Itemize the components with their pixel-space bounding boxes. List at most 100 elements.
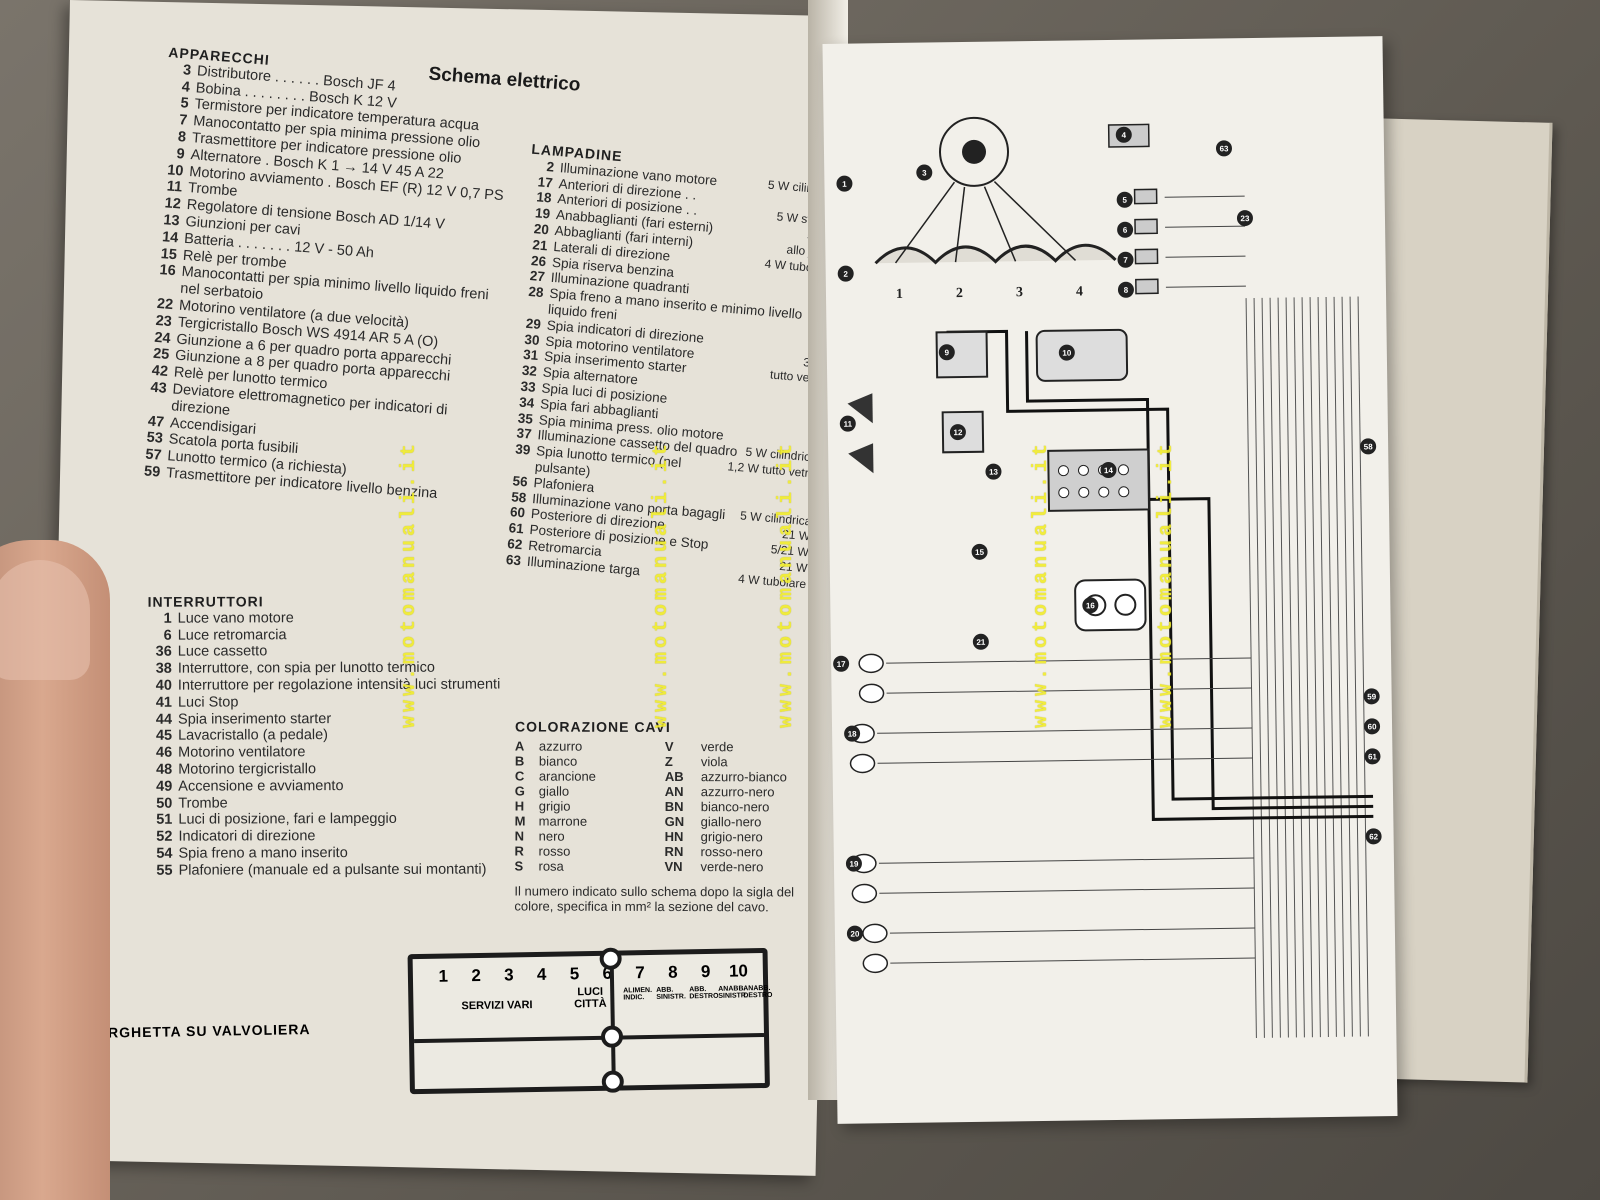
component-badge [846,925,863,942]
apparecchi-item-number: 59 [143,463,161,481]
interruttori-item-text: Spia freno a mano inserito [178,845,348,862]
interruttori-item-text: Plafoniere (manuale ed a pulsante sui mo… [178,861,487,879]
component-badge-label: 2 [843,270,848,279]
component-badge [1236,210,1253,227]
apparecchi-item-number: 23 [155,312,173,330]
cylinder-number: 1 [896,287,903,302]
color-code: A [514,738,525,754]
component-badge-label: 62 [1369,832,1379,841]
color-code: M [514,813,526,829]
component-badge [1215,140,1232,157]
battery [1047,448,1151,512]
component-badge [1082,597,1099,614]
apparecchi-item-number: 5 [179,95,190,113]
color-code: VN [664,859,683,875]
interruttori-item-number: 41 [155,694,172,711]
cylinder-number: 4 [1076,284,1083,299]
interruttori-item-text: Luce retromarcia [177,626,287,644]
component-badge-label: 19 [849,860,859,869]
color-code: S [514,858,524,874]
interruttori-item-number: 45 [155,728,173,745]
apparecchi-item-number: 42 [151,362,169,381]
component-badge [845,855,862,872]
apparecchi-item-number: 4 [181,78,191,96]
engine-block [874,243,1117,265]
horn-1 [847,393,873,424]
apparecchi-item-number: 47 [147,413,165,431]
component-badge-label: 8 [1124,286,1129,295]
component-badge [1365,828,1382,845]
fuse-sub8: ABB. DESTRO [689,986,719,1001]
apparecchi-item-number: 16 [158,262,177,280]
component-badge [844,725,861,742]
component-badge [1117,251,1134,268]
fuse-number: 2 [471,965,482,986]
watermark-3: www.motomanuali.it [775,440,798,729]
component-badge-label: 11 [844,420,853,429]
interruttori-item-number: 49 [156,778,173,795]
color-name: arancione [538,768,596,784]
apparecchi-item-number: 12 [164,195,182,213]
colorazione-note: Il numero indicato sullo schema dopo la … [514,883,795,915]
component-badge-label: 59 [1367,692,1377,701]
interruttori-item-text: Trombe [178,795,228,812]
component-badge [1360,438,1377,455]
apparecchi-item-number: 53 [146,429,164,448]
fuse-number: 1 [438,966,449,986]
component-badge-label: 1 [842,180,847,189]
fuse-sub7: ABB. SINISTR. [656,986,686,1001]
targhetta-label: TARGHETTA SU VALVOLIERA [88,1021,311,1041]
color-code: B [514,753,525,769]
interruttori-item-text: Interruttore per regolazione intensità l… [177,676,501,694]
component-badge-label: 15 [975,548,985,557]
interruttori-item-number: 51 [156,812,173,829]
color-code: AN [664,784,684,800]
color-name: rosa [538,858,564,874]
interruttori-item-text: Interruttore, con spia per lunotto termi… [177,659,435,677]
interruttori-item-text: Motorino ventilatore [178,744,306,761]
interruttori-item-text: Lavacristallo (a pedale) [178,727,329,745]
component-badge [1115,126,1132,143]
component-badge-label: 20 [850,930,860,939]
interruttori-item-text: Luci Stop [177,694,239,711]
component-badge [836,175,853,192]
lampadine-item-number: 63 [505,551,522,568]
apparecchi-item-number: 25 [152,346,170,364]
fuse-number: 3 [503,965,514,985]
component-badge-label: 4 [1122,131,1127,140]
interruttori-heading: INTERRUTTORI [147,593,264,610]
color-code: Z [664,754,673,770]
apparecchi-item-number: 43 [149,379,168,397]
cylinder-number: 2 [956,286,963,301]
component-badge [972,633,989,650]
component-badge-label: 12 [953,428,963,437]
apparecchi-item-number: 22 [156,295,174,314]
wire-bundle [1245,296,1369,1039]
color-code: C [514,768,525,784]
component-badge [985,463,1002,480]
apparecchi-item-number: 8 [177,129,187,146]
component-badge-label: 63 [1219,144,1229,153]
interruttori-item: 41 Luci Stop [148,693,508,711]
apparecchi-item-number: 24 [153,329,172,347]
component-badge-label: 10 [1062,349,1072,358]
watermark-1: www.motomanuali.it [398,440,421,729]
color-name: bianco [538,753,578,769]
component-badge [1363,688,1380,705]
color-name: marrone [538,813,588,829]
fuse-sub6: ALIMEN. INDIC. [623,986,653,1002]
color-name: grigio [538,798,571,814]
apparecchi-item-number: 9 [176,145,186,163]
color-code: GN [664,814,685,830]
starter-motor [1035,328,1129,382]
